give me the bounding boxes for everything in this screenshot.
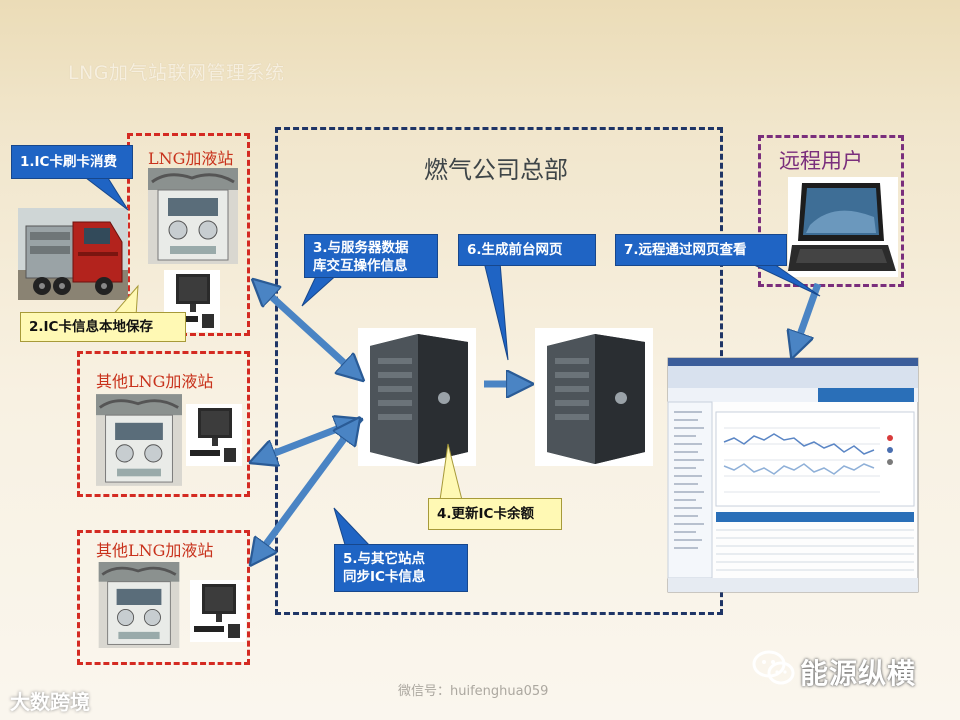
database-server-image	[358, 328, 476, 466]
headquarters-label: 燃气公司总部	[424, 156, 568, 184]
brand-text: 能源纵横	[800, 657, 917, 690]
other-station-label-2: 其他LNG加液站	[96, 541, 214, 560]
other-station-label-1: 其他LNG加液站	[96, 372, 214, 391]
remote-user-label: 远程用户	[779, 149, 863, 173]
callout-step1: 1.IC卡刷卡消费	[11, 145, 133, 179]
remote-laptop-image	[788, 177, 898, 277]
arrow-laptop-web-page	[796, 282, 822, 346]
other-dispenser-image-2	[98, 562, 180, 648]
callout-step4: 4.更新IC卡余额	[428, 498, 562, 530]
main-station-label: LNG加液站	[148, 149, 234, 168]
remote-user-box	[758, 135, 904, 287]
other-computer-image-2	[190, 580, 246, 642]
callout-step5-line2: 同步IC卡信息	[343, 569, 426, 585]
other-dispenser-image-1	[96, 394, 182, 486]
callout-step6: 6.生成前台网页	[458, 234, 596, 266]
pointer-step6	[483, 261, 509, 361]
main-station-box	[127, 133, 250, 336]
pointer-step1	[84, 177, 129, 211]
pointer-step5	[333, 507, 374, 549]
callout-step3-line2: 库交互操作信息	[313, 258, 408, 274]
pointer-step4	[439, 443, 463, 501]
callout-step5: 5.与其它站点 同步IC卡信息	[334, 544, 468, 592]
callout-step2: 2.IC卡信息本地保存	[20, 312, 186, 342]
slide-title: LNG加气站联网管理系统	[68, 62, 285, 84]
lng-truck-image	[18, 208, 128, 300]
main-dispenser-image	[148, 168, 238, 264]
pointer-step7	[751, 263, 821, 297]
wechat-id-text: 微信号：huifenghua059	[398, 684, 549, 699]
arrow-main-station-server	[262, 288, 354, 372]
callout-step3-line1: 3.与服务器数据	[313, 240, 409, 256]
callout-step7: 7.远程通过网页查看	[615, 234, 787, 266]
arrow-other-station-2-server	[258, 428, 352, 555]
other-computer-image-1	[186, 404, 242, 466]
other-station-box-2	[77, 530, 250, 665]
web-monitor-screenshot	[667, 357, 919, 593]
callout-step5-line1: 5.与其它站点	[343, 551, 426, 567]
wechat-icon	[752, 650, 795, 685]
callout-step3: 3.与服务器数据 库交互操作信息	[304, 234, 438, 278]
web-server-image	[535, 328, 653, 466]
corner-logo-text: 大数跨境	[10, 690, 90, 714]
